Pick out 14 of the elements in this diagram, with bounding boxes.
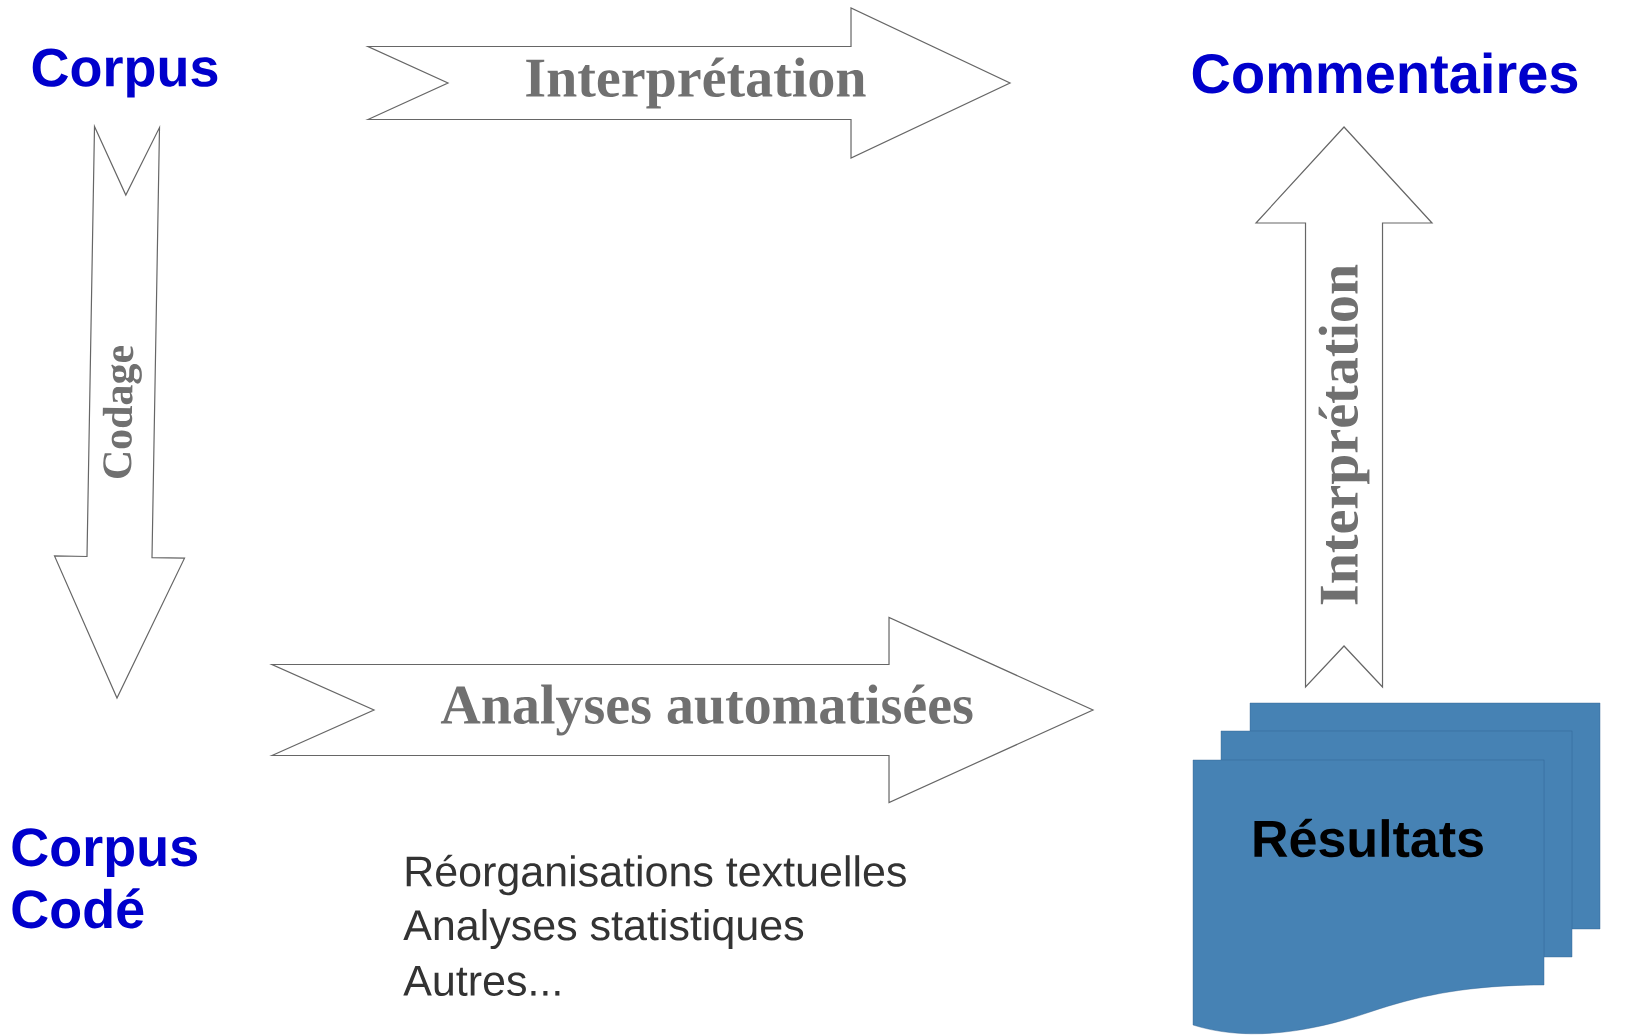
- title-text: Corpus: [32, 48, 218, 98]
- list-text: Réorganisations textuelles: [406, 854, 906, 896]
- document-stack: Résultats: [1192, 702, 1601, 1034]
- title-text: Commentaires: [1192, 52, 1578, 94]
- block-arrow: [365, 7, 1012, 159]
- edge-label: Analyses automatisées: [440, 684, 973, 736]
- block-arrow: [269, 616, 1095, 804]
- edge-label: Codage: [102, 345, 142, 479]
- list-text: Analyses statistiques: [403, 908, 804, 950]
- block-arrow: [1254, 126, 1434, 689]
- title-text: Corpus Codé: [12, 828, 197, 929]
- edge-label: Interprétation: [526, 57, 866, 109]
- list-text: Autres...: [403, 966, 560, 996]
- edge-label: Interprétation: [1318, 264, 1370, 605]
